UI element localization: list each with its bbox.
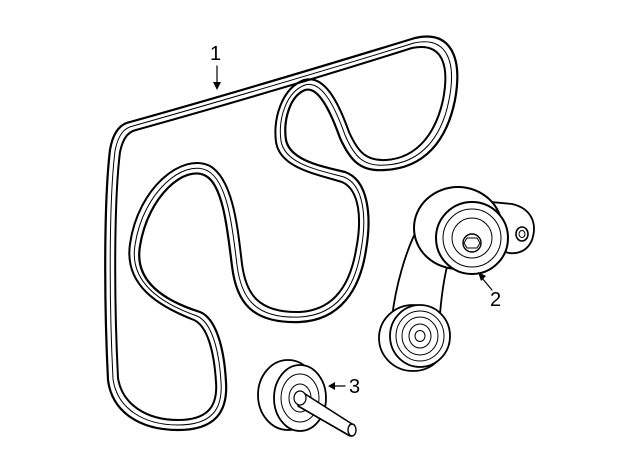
callout-1: 1 (210, 43, 221, 90)
belt-inner-edge (114, 46, 447, 421)
bracket-bolt-hole-inner (518, 230, 526, 238)
small-pulley-ring-2 (401, 316, 439, 356)
belt-rib-line (109, 41, 453, 426)
small-pulley-ring (395, 310, 445, 362)
main-pulley-ring (442, 208, 502, 268)
callout-label-1: 1 (210, 43, 221, 65)
main-pulley-ring-2 (451, 217, 493, 259)
small-pulley-face (389, 304, 451, 368)
idler-center (293, 390, 307, 406)
idler-pulley (257, 359, 357, 437)
serpentine-belt (104, 35, 459, 432)
callout-2: 2 (478, 272, 501, 311)
small-pulley-center (414, 330, 426, 342)
main-pulley-bolt (462, 233, 482, 253)
idler-ring (280, 373, 320, 423)
callout-label-3: 3 (349, 376, 360, 398)
callout-label-2: 2 (490, 289, 501, 311)
tensioner-small-pulley (378, 304, 451, 372)
tensioner-main-pulley (413, 186, 509, 275)
idler-shaft-end (347, 423, 357, 437)
callout-3-arrowhead (328, 382, 335, 390)
callout-3: 3 (328, 376, 360, 398)
callout-1-arrowhead (213, 82, 221, 90)
callout-2-leader (481, 277, 493, 291)
main-pulley-bolt-hex (463, 237, 481, 249)
belt-outer-edge (104, 35, 459, 432)
belt-tensioner (378, 186, 535, 372)
bracket-bolt-hole (515, 226, 529, 242)
callout-2-arrowhead (478, 272, 486, 281)
small-pulley-hub (408, 323, 432, 349)
